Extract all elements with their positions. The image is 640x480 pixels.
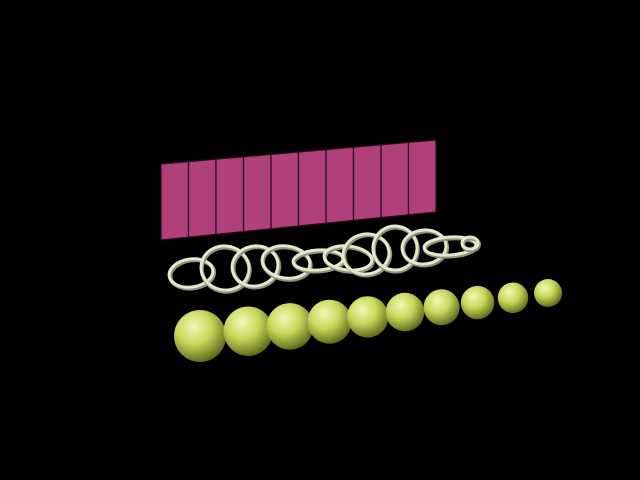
- ring: [460, 235, 480, 251]
- ring: [167, 257, 215, 289]
- panel-strip: [160, 139, 437, 241]
- panel: [242, 153, 272, 233]
- sphere: [497, 282, 529, 314]
- panel: [215, 156, 245, 236]
- sphere: [307, 299, 352, 344]
- panel: [352, 144, 382, 222]
- ring: [230, 244, 280, 288]
- panel: [270, 151, 300, 230]
- sphere: [266, 303, 314, 350]
- sphere: [174, 310, 226, 362]
- panel: [160, 160, 190, 241]
- sphere: [423, 289, 460, 326]
- sphere: [460, 285, 495, 320]
- sphere: [534, 279, 562, 307]
- ring: [400, 228, 448, 266]
- panel: [297, 148, 327, 227]
- panel: [187, 158, 217, 238]
- ring-chain: [167, 224, 481, 294]
- ring: [422, 235, 478, 257]
- sphere: [223, 306, 273, 356]
- ring: [371, 224, 419, 272]
- panel: [407, 139, 437, 216]
- ring: [341, 232, 391, 276]
- sphere-row: [174, 279, 562, 362]
- ring: [199, 244, 251, 292]
- panel: [380, 141, 410, 219]
- sphere: [347, 296, 389, 338]
- sphere: [385, 292, 425, 332]
- ring: [260, 244, 312, 280]
- panel: [325, 146, 355, 224]
